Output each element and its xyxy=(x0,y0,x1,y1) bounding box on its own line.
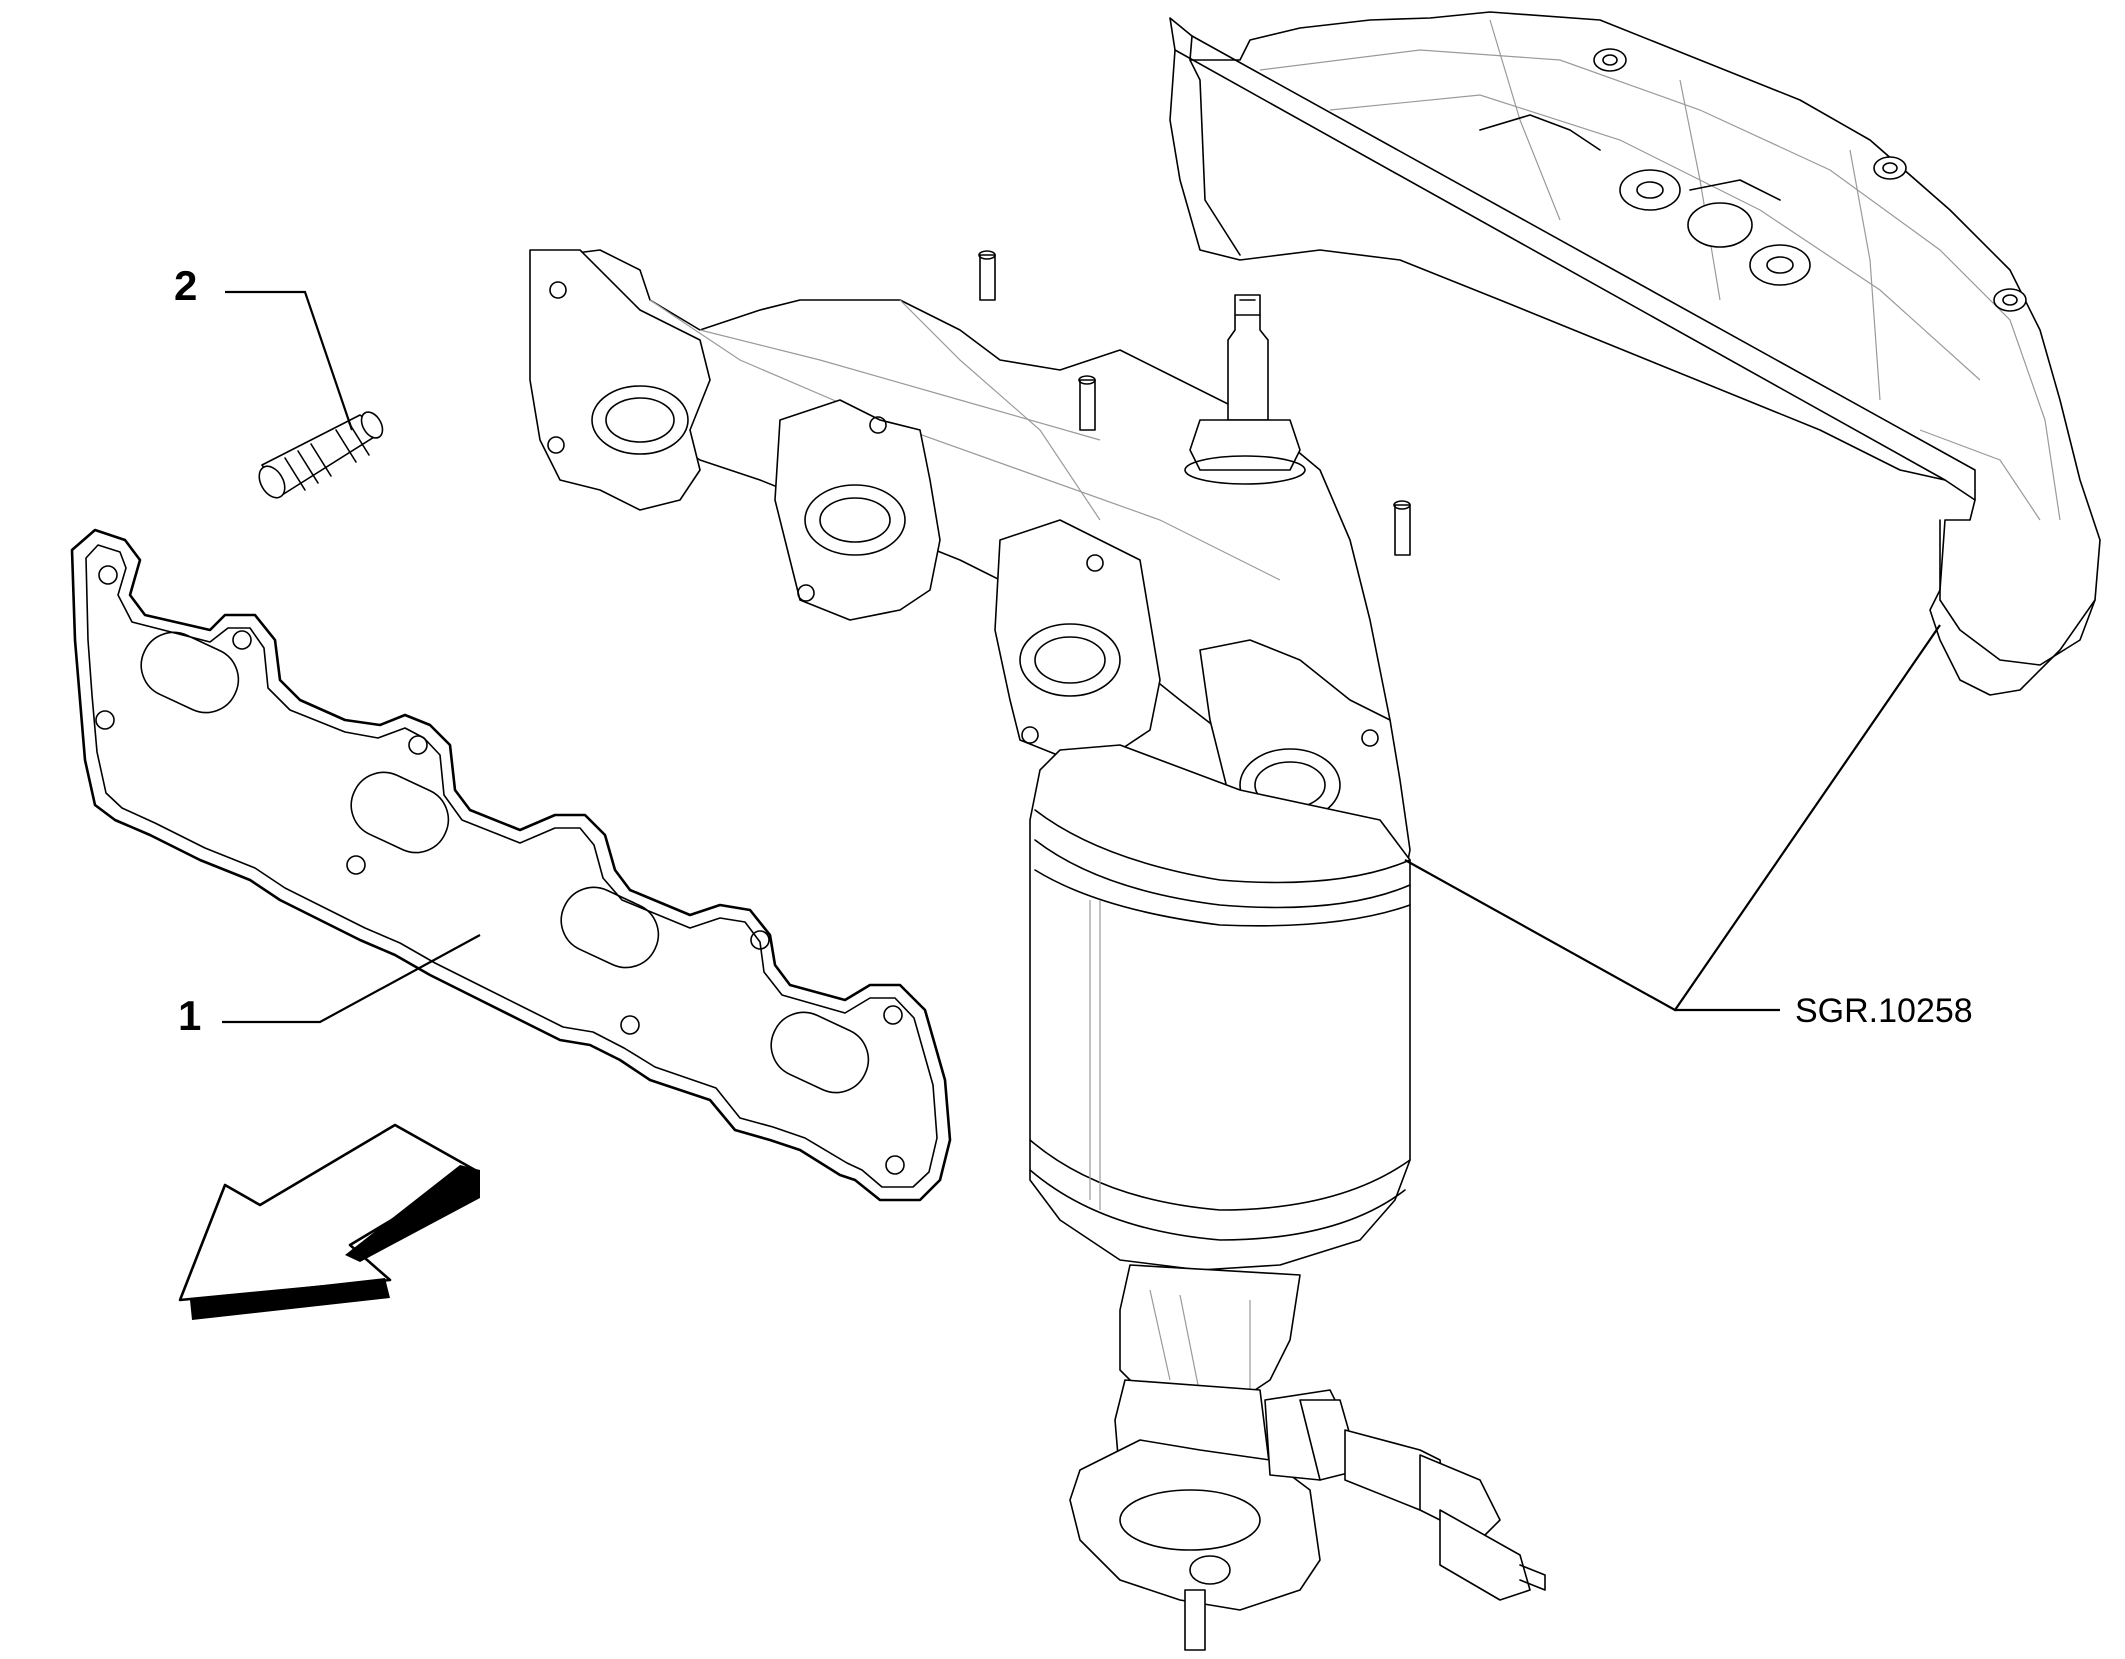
reference-code: SGR.10258 xyxy=(1795,992,1973,1030)
manifold-stud xyxy=(258,411,384,499)
callout-label-2: 2 xyxy=(174,262,197,309)
direction-arrow-icon xyxy=(178,1123,480,1320)
callout-leaders xyxy=(222,290,1941,1024)
heat-shield xyxy=(1169,11,2101,696)
leader-line-ref xyxy=(1404,624,1941,1012)
leader-line-2 xyxy=(225,290,354,431)
manifold-gasket xyxy=(70,528,952,1202)
callout-label-1: 1 xyxy=(178,992,201,1039)
exhaust-manifold-catalytic-converter xyxy=(529,249,1546,1651)
leader-line-1 xyxy=(222,934,481,1024)
